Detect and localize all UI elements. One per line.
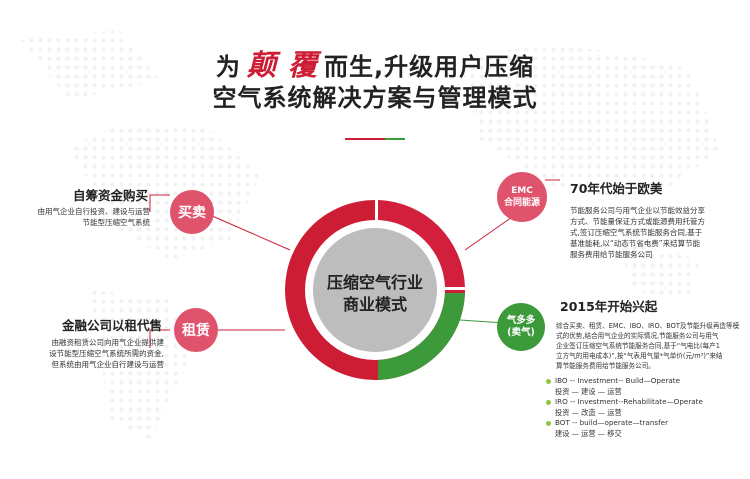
ring-segment-green (378, 293, 465, 380)
right-top-text: 节能服务公司与用气企业以节能效益分享 方式、节能量保证方式或能源费用托管方 式,… (570, 206, 705, 259)
lease-bubble: 租赁 (174, 308, 218, 352)
bullet-icon (546, 420, 551, 426)
model-list: IBO -- Investment-- Build—Operate 投资 — 建… (546, 376, 703, 439)
gas-sales-bubble: 气多多 (卖气) (497, 303, 545, 351)
list-item: IRO -- Investment--Rehabilitate—Operate (546, 397, 703, 408)
ring-segment-red-top-right (378, 200, 465, 287)
left-top-heading: 自筹资金购买 (72, 188, 148, 203)
buy-bubble: 买卖 (170, 190, 214, 234)
left-bottom-heading: 金融公司以租代售 (61, 318, 162, 333)
bullet-icon (546, 399, 551, 405)
bullet-icon (546, 378, 551, 384)
list-item: IBO -- Investment-- Build—Operate (546, 376, 703, 387)
left-top-text: 由用气企业自行投资、建设与运营 节能型压缩空气系统 (37, 207, 151, 227)
emc-bubble: EMC 合同能源 (497, 172, 547, 222)
main-title-line2: 空气系统解决方案与管理模式 (212, 84, 538, 112)
right-top-heading: 70年代始于欧美 (570, 181, 663, 196)
main-title-line1: 为颠 覆而生,升级用户压缩 (215, 48, 535, 82)
list-item: BOT -- build—operate—transfer (546, 418, 703, 429)
center-label: 压缩空气行业 商业模式 (326, 273, 423, 314)
title-divider (345, 138, 405, 140)
left-bottom-text: 由融资租赁公司向用气企业提供建 设节能型压缩空气系统所需的资金, 但系统由用气企… (49, 338, 164, 369)
right-bottom-text: 综合买卖、租赁、EMC、IBO、IRO、BOT及节能升级再造等模 式的优势,结合… (556, 322, 740, 370)
center-circle (313, 228, 437, 352)
emphasis-text: 颠 覆 (246, 48, 318, 82)
right-bottom-heading: 2015年开始兴起 (560, 299, 658, 314)
